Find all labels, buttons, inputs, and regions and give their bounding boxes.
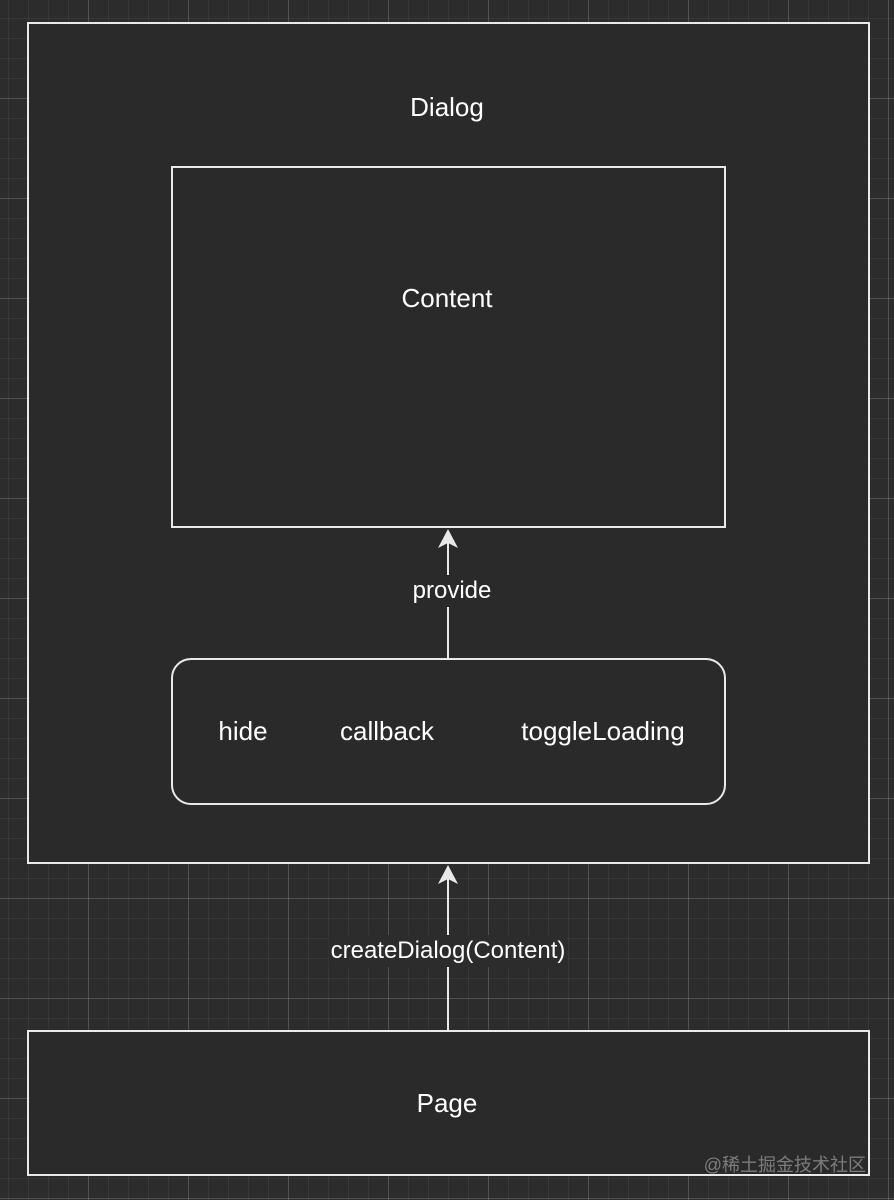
- content-label: Content: [401, 283, 493, 313]
- page-box: [27, 1030, 870, 1176]
- provide-arrow-head: [438, 529, 458, 548]
- provide-label: provide: [410, 575, 494, 607]
- dialog-label: Dialog: [410, 92, 484, 122]
- watermark-text: @稀土掘金技术社区: [703, 1155, 866, 1175]
- dialog-box: [27, 22, 870, 864]
- api-item-callback: callback: [340, 716, 434, 746]
- create-dialog-label: createDialog(Content): [328, 935, 568, 967]
- api-item-toggle-loading: toggleLoading: [521, 716, 685, 746]
- page-label: Page: [416, 1088, 478, 1118]
- create-dialog-arrow-head: [438, 865, 458, 884]
- api-item-hide: hide: [218, 716, 268, 746]
- api-box: [171, 658, 726, 805]
- content-box: [171, 166, 726, 528]
